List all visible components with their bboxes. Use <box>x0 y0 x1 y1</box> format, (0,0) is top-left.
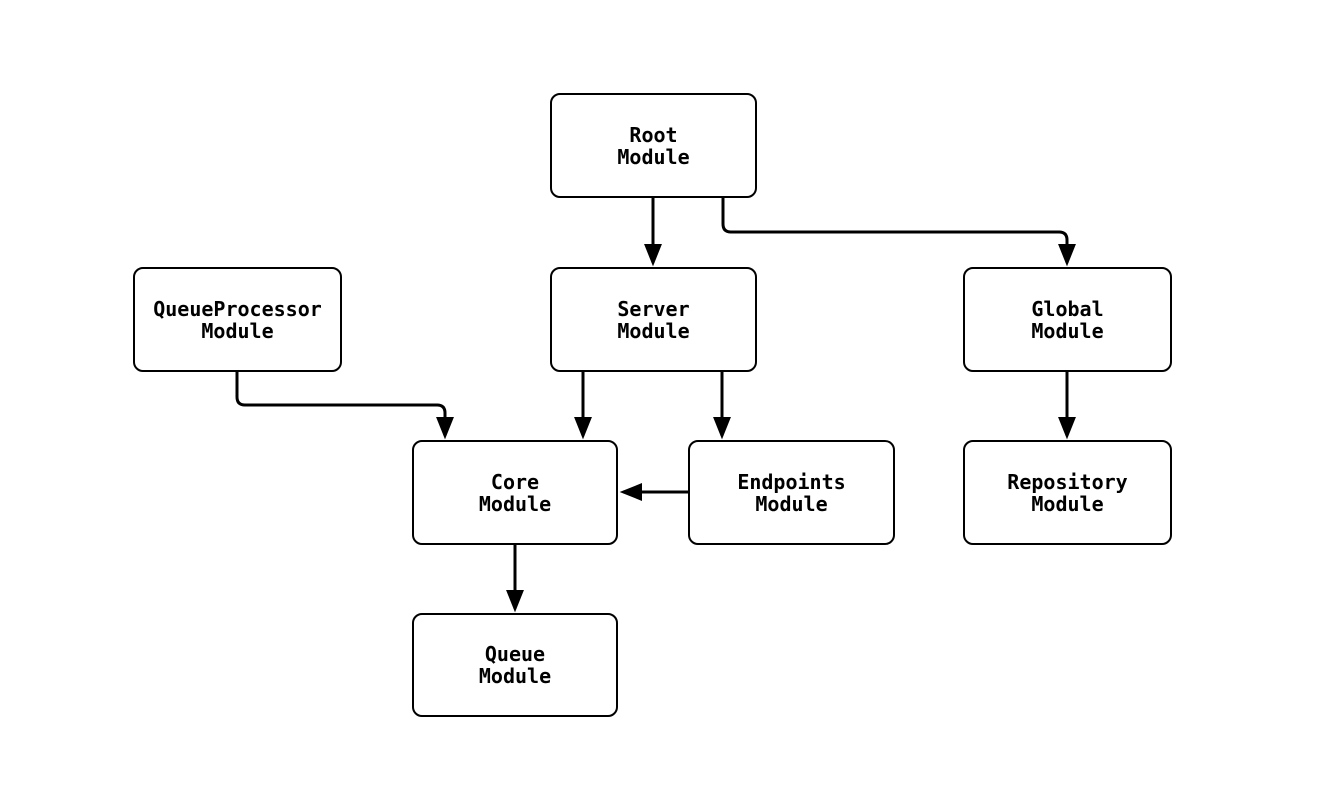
edge-root-module-to-global-module <box>721 198 1076 267</box>
edge-queue-processor-module-to-core-module <box>235 372 454 440</box>
node-label: Queue Module <box>478 642 552 688</box>
node-label: Endpoints Module <box>737 469 846 516</box>
node-label: Server Module <box>617 296 690 343</box>
node-queue-module: Queue Module <box>412 613 618 717</box>
node-global-module: Global Module <box>963 267 1172 372</box>
node-label: Global Module <box>1031 296 1104 343</box>
node-endpoints-module: Endpoints Module <box>688 440 895 545</box>
node-label: Root Module <box>617 122 690 169</box>
node-repository-module: Repository Module <box>963 440 1172 545</box>
node-label: Core Module <box>478 469 552 516</box>
node-label: Repository Module <box>1007 469 1128 516</box>
node-core-module: Core Module <box>412 440 618 545</box>
node-queue-processor-module: QueueProcessor Module <box>133 267 342 372</box>
node-root-module: Root Module <box>550 93 757 198</box>
node-server-module: Server Module <box>550 267 757 372</box>
node-label: QueueProcessor Module <box>153 296 322 343</box>
